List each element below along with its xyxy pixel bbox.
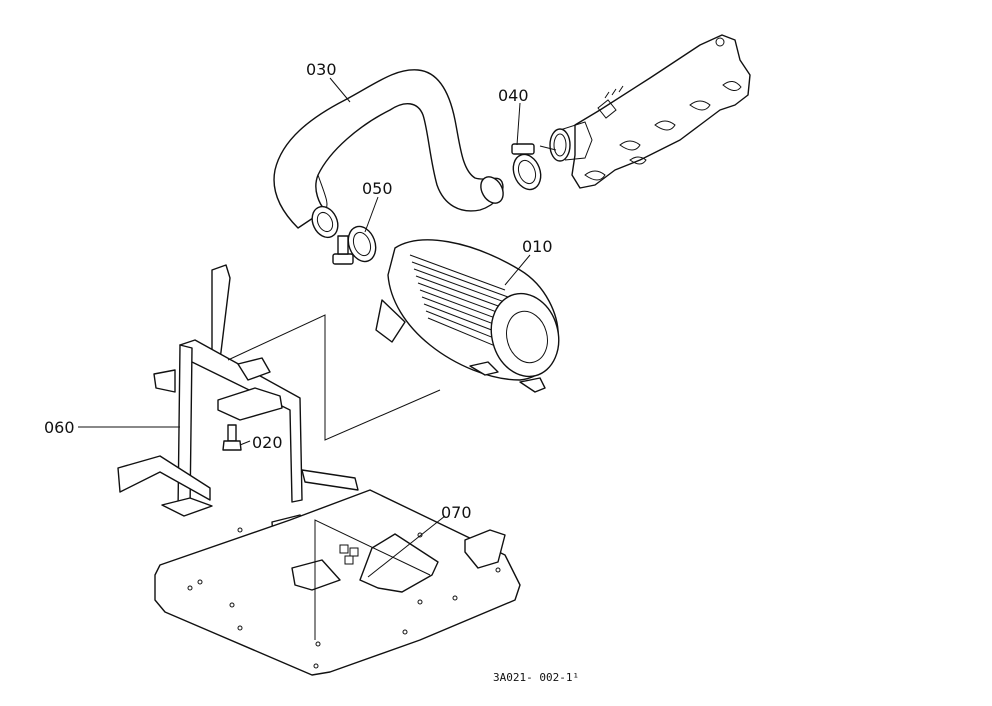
intake-manifold [549, 34, 751, 189]
callout-030: 030 [306, 60, 337, 79]
callout-020: 020 [252, 433, 283, 452]
callout-060: 060 [44, 418, 75, 437]
support-bracket-060 [117, 264, 359, 567]
hose-clamp-050 [332, 225, 377, 265]
air-hose-030 [273, 69, 504, 239]
hose-clamp-040 [511, 143, 557, 191]
base-plate [154, 489, 521, 676]
callout-070: 070 [441, 503, 472, 522]
drawing-code: 3A021- 002-1¹ [493, 671, 579, 684]
bolt-020 [222, 424, 242, 451]
callout-040: 040 [498, 86, 529, 105]
callout-050: 050 [362, 179, 393, 198]
air-cleaner-010 [375, 239, 560, 393]
alignment-guides [227, 314, 441, 640]
callout-010: 010 [522, 237, 553, 256]
leader-lines [78, 77, 531, 578]
